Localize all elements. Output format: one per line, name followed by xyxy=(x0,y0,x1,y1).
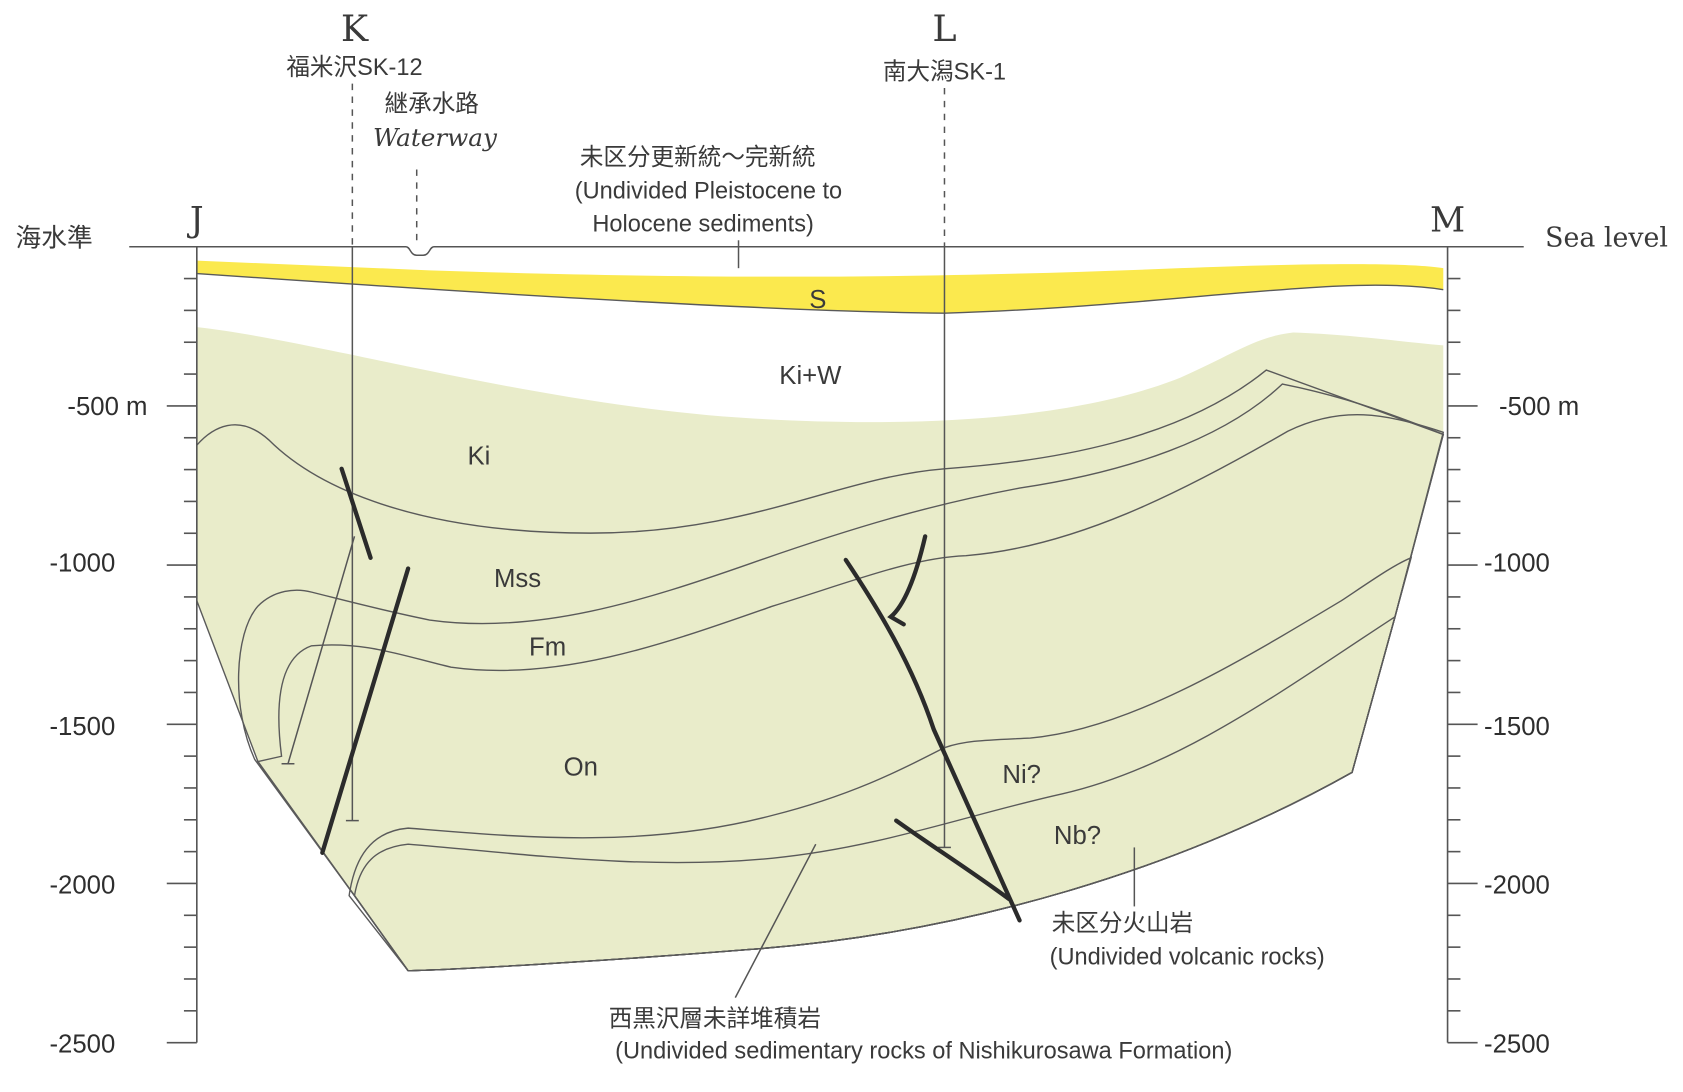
unit-ki-body xyxy=(196,327,1444,971)
pleistocene-label-en-2: Holocene sediments) xyxy=(592,211,813,237)
right-depth-label: -1000 xyxy=(1484,550,1550,578)
left-depth-label: -1500 xyxy=(49,713,115,741)
left-depth-axis xyxy=(166,246,198,1044)
right-depth-label: -500 m xyxy=(1499,393,1579,421)
right-depth-label: -1500 xyxy=(1484,713,1550,741)
sea-level-line xyxy=(129,245,1524,257)
volcanic-label-en: (Undivided volcanic rocks) xyxy=(1050,943,1325,969)
fault-line xyxy=(339,466,373,560)
sea-level-en: Sea level xyxy=(1545,223,1668,254)
unit-s-layer xyxy=(196,260,1444,314)
unit-label-nb: Nb? xyxy=(1054,822,1101,850)
unit-label-fm: Fm xyxy=(529,633,566,661)
deviated-borehole xyxy=(287,536,356,764)
fault-line xyxy=(843,557,1022,923)
right-depth-axis xyxy=(1446,246,1478,1044)
sedimentary-label-ja: 西黒沢層未詳堆積岩 xyxy=(609,1006,821,1032)
pleistocene-label-ja: 未区分更新統〜完新統 xyxy=(580,144,816,170)
right-depth-label: -2000 xyxy=(1484,872,1550,900)
fault-line xyxy=(894,818,1011,902)
sedimentary-leader xyxy=(734,843,817,998)
left-depth-label: -1000 xyxy=(49,550,115,578)
unit-label-kiw: Ki+W xyxy=(779,362,842,390)
unit-nb-body xyxy=(353,615,1397,972)
left-depth-label: -2500 xyxy=(49,1030,115,1058)
right-depth-label: -2500 xyxy=(1484,1030,1550,1058)
waterway-en: Waterway xyxy=(373,123,498,152)
borehole-k-name: 福米沢SK-12 xyxy=(286,54,422,80)
borehole-l-name: 南大潟SK-1 xyxy=(883,58,1006,84)
unit-label-ki: Ki xyxy=(467,442,490,470)
section-end-j: J xyxy=(187,201,204,241)
pleistocene-label-en-1: (Undivided Pleistocene to xyxy=(575,177,842,203)
fault-line xyxy=(887,534,928,627)
sea-level-ja: 海水準 xyxy=(16,224,93,254)
borehole-k-marker: K xyxy=(341,7,369,50)
volcanic-label-ja: 未区分火山岩 xyxy=(1052,910,1193,936)
left-depth-label: -2000 xyxy=(49,872,115,900)
unit-label-ni: Ni? xyxy=(1002,761,1041,789)
left-depth-label: -500 m xyxy=(67,393,147,421)
unit-label-mss: Mss xyxy=(494,565,541,593)
waterway-ja: 継承水路 xyxy=(385,91,479,117)
unit-label-on: On xyxy=(564,754,598,782)
s-layer-base-line xyxy=(196,272,1444,314)
sedimentary-label-en: (Undivided sedimentary rocks of Nishikur… xyxy=(615,1038,1232,1064)
fault-line xyxy=(320,566,411,855)
unit-label-s: S xyxy=(809,286,826,314)
section-end-m: M xyxy=(1430,201,1465,241)
borehole-l-marker: L xyxy=(932,7,956,50)
